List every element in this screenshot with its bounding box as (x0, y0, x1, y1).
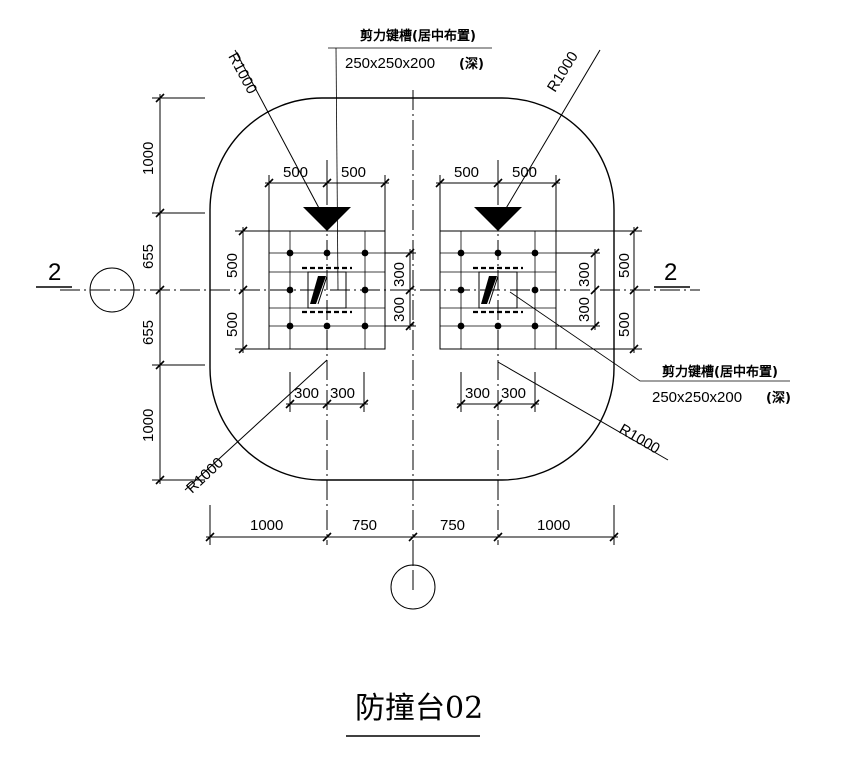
svg-text:剪力键槽(居中布置): 剪力键槽(居中布置) (662, 364, 778, 380)
svg-text:250x250x200: 250x250x200 (345, 55, 435, 72)
svg-text:500: 500 (283, 164, 308, 181)
svg-text:1000: 1000 (140, 142, 157, 175)
svg-text:R1000: R1000 (544, 49, 582, 95)
radius-leader-bottom-left: R1000 (183, 359, 328, 497)
axis-bubble-left (89, 267, 135, 313)
svg-text:R1000: R1000 (183, 454, 227, 497)
radius-leader-top-left: R1000 (224, 49, 321, 211)
svg-text:500: 500 (224, 312, 241, 337)
svg-text:300: 300 (294, 385, 319, 402)
dim-bottom-300-right: 300 300 (456, 372, 540, 412)
triangle-marker-left (303, 207, 351, 231)
drawing-title-text: 防撞台02 (355, 691, 483, 726)
pedestal-right (439, 207, 557, 350)
svg-text:300: 300 (576, 262, 593, 287)
pedestal-left (268, 207, 386, 350)
dim-left-block: 500 500 (224, 226, 269, 354)
dim-middle-left-300: 300 300 (385, 248, 416, 331)
svg-text:500: 500 (616, 312, 633, 337)
svg-text:500: 500 (224, 253, 241, 278)
drawing-title: 防撞台02 (346, 691, 483, 737)
svg-text:655: 655 (140, 320, 157, 345)
svg-text:300: 300 (330, 385, 355, 402)
shear-key-note-top: 剪力键槽(居中布置) 250x250x200 (深) (328, 28, 492, 291)
svg-text:500: 500 (616, 253, 633, 278)
dim-bottom-overall: 1000 750 750 1000 (205, 505, 619, 545)
svg-text:500: 500 (341, 164, 366, 181)
svg-text:300: 300 (391, 262, 408, 287)
svg-text:R1000: R1000 (616, 421, 663, 458)
svg-text:300: 300 (391, 297, 408, 322)
dim-bottom-300-left: 300 300 (285, 372, 369, 412)
platform-outline (209, 97, 615, 481)
dim-top-right: 500 500 (435, 160, 561, 231)
svg-text:750: 750 (440, 517, 465, 534)
section-mark-right-label: 2 (664, 259, 677, 286)
svg-text:剪力键槽(居中布置): 剪力键槽(居中布置) (360, 28, 476, 44)
svg-text:655: 655 (140, 244, 157, 269)
svg-text:R1000: R1000 (224, 50, 260, 97)
svg-text:300: 300 (465, 385, 490, 402)
svg-text:1000: 1000 (250, 517, 283, 534)
triangle-marker-right (474, 207, 522, 231)
dim-top-left: 500 500 (264, 160, 390, 231)
svg-text:750: 750 (352, 517, 377, 534)
svg-text:(深): (深) (766, 390, 791, 406)
svg-text:300: 300 (576, 297, 593, 322)
shear-key-note-right: 剪力键槽(居中布置) 250x250x200 (深) (509, 291, 791, 406)
svg-text:250x250x200: 250x250x200 (652, 389, 742, 406)
dim-middle-right-300: 300 300 (556, 248, 600, 331)
svg-text:500: 500 (512, 164, 537, 181)
dim-right-block: 500 500 (556, 226, 642, 354)
dim-left-overall: 1000 655 655 1000 (140, 93, 205, 485)
section-mark-left: 2 (36, 259, 72, 288)
svg-text:1000: 1000 (140, 409, 157, 442)
svg-text:300: 300 (501, 385, 526, 402)
section-mark-right: 2 (654, 259, 690, 288)
svg-text:500: 500 (454, 164, 479, 181)
svg-text:1000: 1000 (537, 517, 570, 534)
section-mark-left-label: 2 (48, 259, 61, 286)
svg-text:(深): (深) (459, 56, 484, 72)
